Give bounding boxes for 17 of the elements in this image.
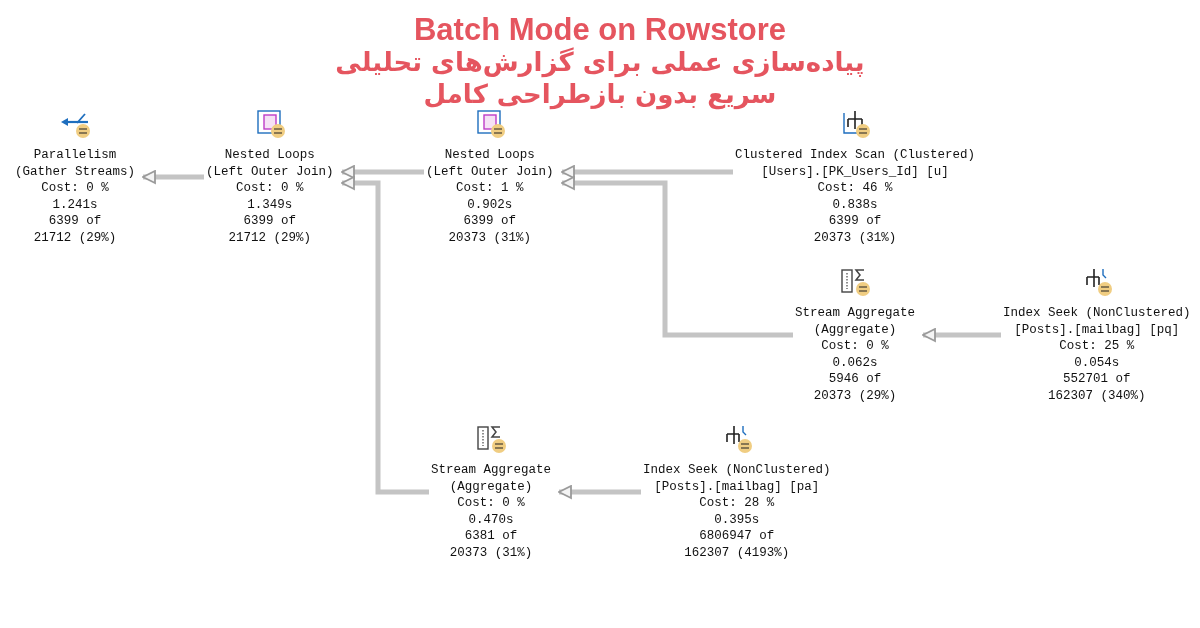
arrow — [561, 176, 793, 338]
operator-label: Nested Loops (Left Outer Join) Cost: 0 % 1.349s 6399 of 21712 (29%) — [204, 147, 336, 247]
arrow — [561, 165, 733, 179]
operator-label: Index Seek (NonClustered) [Posts].[mailbag] [pq] Cost: 25 % 0.054s 552701 of 162307 (340%) — [1001, 305, 1193, 405]
operator-label: Stream Aggregate (Aggregate) Cost: 0 % 0.062s 5946 of 20373 (29%) — [793, 305, 918, 405]
operator-label: Stream Aggregate (Aggregate) Cost: 0 % 0.470s 6381 of 20373 (31%) — [429, 462, 554, 562]
operator-label: Index Seek (NonClustered) [Posts].[mailbag] [pa] Cost: 28 % 0.395s 6806947 of 162307 (4193%) — [641, 462, 833, 562]
arrow — [341, 176, 429, 495]
operator-label: Clustered Index Scan (Clustered) [Users].[PK_Users_Id] [u] Cost: 46 % 0.838s 6399 of 20373 (31%) — [733, 147, 978, 247]
arrow — [922, 328, 1001, 342]
subtitle: پیاده‌سازی عملی برای گزارش‌های تحلیلی سریع بدون بازطراحی کامل — [334, 46, 866, 110]
title: Batch Mode on Rowstore — [413, 12, 787, 47]
arrow — [558, 485, 641, 499]
operator-label: Nested Loops (Left Outer Join) Cost: 1 % 0.902s 6399 of 20373 (31%) — [424, 147, 556, 247]
operator-label: Parallelism (Gather Streams) Cost: 0 % 1.241s 6399 of 21712 (29%) — [13, 147, 138, 247]
arrow — [142, 170, 204, 184]
arrow — [341, 165, 424, 179]
